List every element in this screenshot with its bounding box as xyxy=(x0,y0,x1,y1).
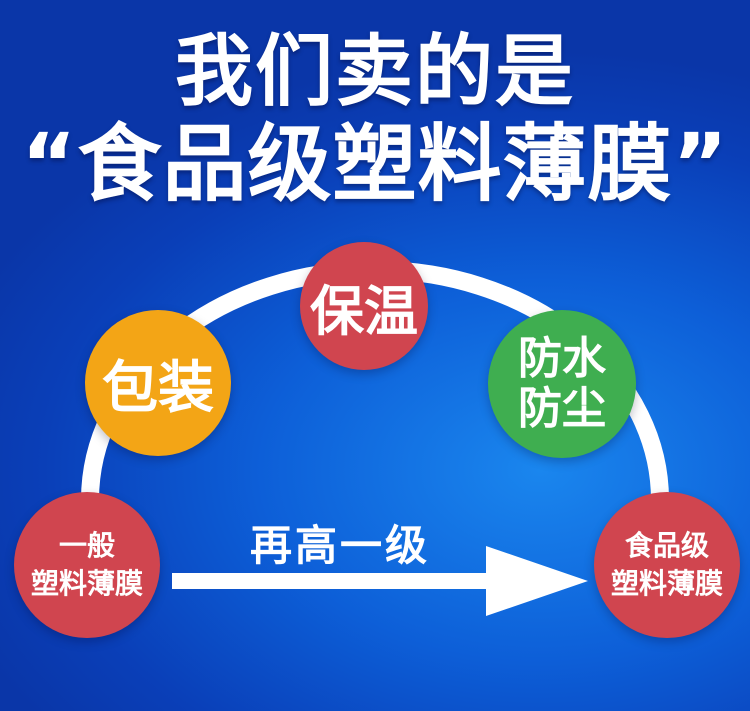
bubble-food-grade-film: 食品级 塑料薄膜 xyxy=(594,492,740,638)
bubble-general-line-2: 塑料薄膜 xyxy=(30,567,143,600)
bubble-waterproof-dustproof: 防水 防尘 xyxy=(488,310,636,458)
bubble-packaging: 包装 xyxy=(85,310,231,456)
headline-line-2: “食品级塑料薄膜” xyxy=(21,115,729,213)
arrow-label: 再高一级 xyxy=(249,521,430,570)
headline-line-1: 我们卖的是 xyxy=(174,27,575,117)
bubble-packaging-label: 包装 xyxy=(102,355,214,421)
bubble-dustproof-label: 防尘 xyxy=(518,383,606,434)
bubble-insulation-label: 保温 xyxy=(310,279,418,343)
bubble-food-line-1: 食品级 xyxy=(624,529,709,562)
bubble-insulation: 保温 xyxy=(300,242,428,370)
bubble-waterproof-label: 防水 xyxy=(518,333,606,384)
bubble-food-line-2: 塑料薄膜 xyxy=(610,567,723,600)
bubble-general-film: 一般 塑料薄膜 xyxy=(14,492,160,638)
bubble-general-line-1: 一般 xyxy=(58,529,115,562)
arrow-head xyxy=(486,546,588,616)
arrow-shaft xyxy=(172,573,492,589)
